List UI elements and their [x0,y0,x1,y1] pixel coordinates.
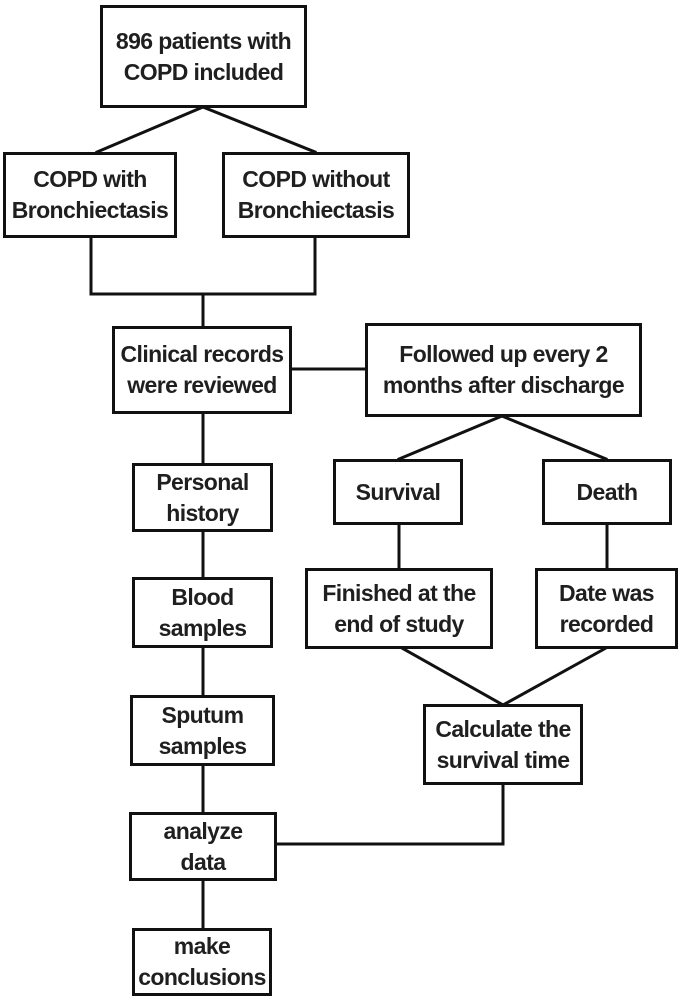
node-personal-history: Personal history [132,463,273,532]
node-blood-samples: Blood samples [132,577,273,648]
node-followed-up-every-2-months: Followed up every 2 months after dischar… [365,323,642,417]
node-label: Sputum samples [158,701,247,759]
node-label: Death [576,478,639,505]
node-label: Date was recorded [559,579,655,637]
node-make-conclusions: make conclusions [132,928,272,996]
node-label: Followed up every 2 months after dischar… [382,341,625,398]
edge-finished-calculate [399,645,506,708]
node-finished-at-end-of-study: Finished at the end of study [305,568,493,649]
node-label: Survival [355,478,441,505]
node-analyze-data: analyze data [129,812,277,881]
node-death: Death [542,459,672,525]
node-survival: Survival [333,459,463,525]
node-label: Finished at the end of study [322,579,476,637]
edge-patients-copd-with [95,105,205,154]
node-copd-without-bronchiectasis: COPD without Bronchiectasis [222,152,410,238]
node-label: COPD without Bronchiectasis [237,166,395,223]
node-calculate-survival-time: Calculate the survival time [423,704,583,785]
node-copd-with-bronchiectasis: COPD with Bronchiectasis [3,152,177,238]
node-label: COPD with Bronchiectasis [11,166,169,223]
node-label: Personal history [156,468,249,526]
node-sputum-samples: Sputum samples [130,695,275,766]
node-label: analyze data [163,817,244,875]
node-label: make conclusions [138,933,266,990]
node-label: 896 patients with COPD included [115,27,292,85]
node-896-patients-included: 896 patients with COPD included [100,5,307,108]
edge-followed-death [500,414,608,461]
edge-patients-copd-without [201,105,317,154]
node-label: Clinical records were reviewed [120,341,285,398]
node-clinical-records-reviewed: Clinical records were reviewed [112,326,292,414]
node-label: Blood samples [158,583,247,641]
edge-date-calculate [500,645,609,708]
node-label: Calculate the survival time [435,715,571,773]
edge-followed-survival [397,414,504,461]
node-date-was-recorded: Date was recorded [535,568,678,649]
